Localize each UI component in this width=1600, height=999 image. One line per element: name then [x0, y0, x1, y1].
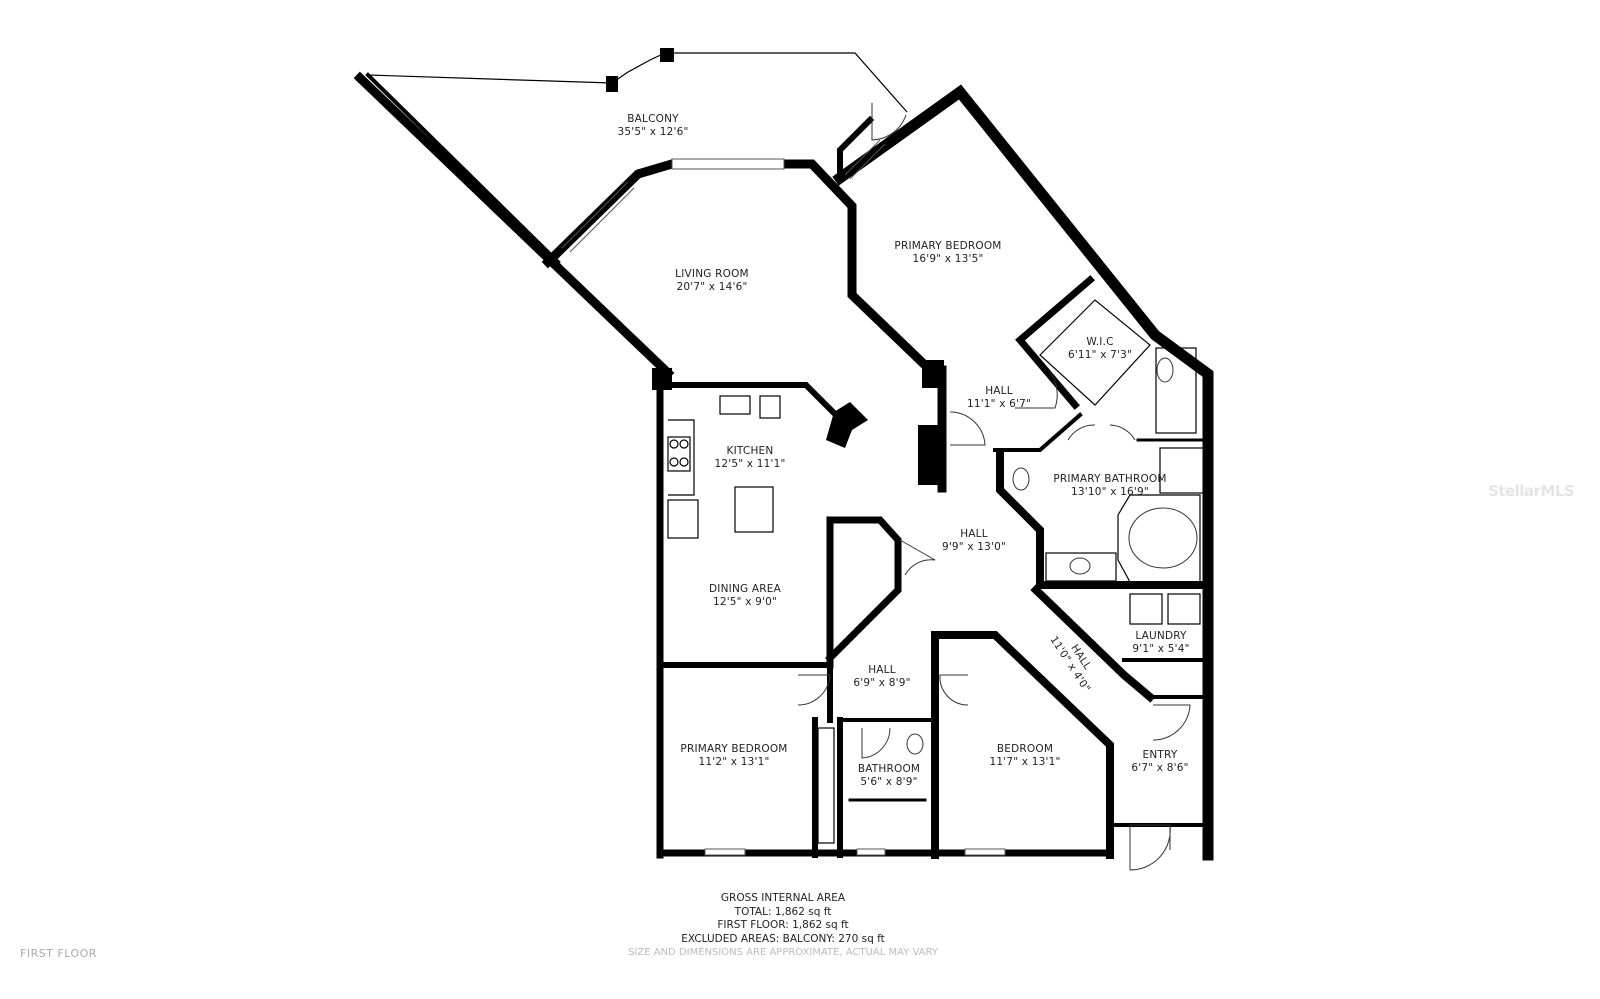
room-hall-center: HALL 9'9" x 13'0" [942, 528, 1006, 554]
room-primary-bedroom-2: PRIMARY BEDROOM 11'2" x 13'1" [680, 743, 787, 769]
room-name: BATHROOM [857, 763, 921, 775]
room-name: LAUNDRY [1135, 630, 1187, 642]
room-dims: 12'5" x 11'1" [714, 458, 786, 470]
room-laundry: LAUNDRY 9'1" x 5'4" [1132, 630, 1189, 656]
room-bedroom: BEDROOM 11'7" x 13'1" [989, 743, 1060, 769]
exterior-walls [353, 71, 1214, 871]
room-name: HALL [985, 385, 1013, 397]
room-name: KITCHEN [726, 445, 774, 457]
room-dims: 6'11" x 7'3" [1067, 349, 1133, 361]
room-name: W.I.C [1086, 336, 1114, 348]
room-dims: 6'7" x 8'6" [1131, 762, 1189, 774]
room-dims: 9'1" x 5'4" [1132, 643, 1190, 655]
room-name: HALL [868, 664, 896, 676]
room-kitchen: KITCHEN 12'5" x 11'1" [714, 445, 785, 471]
area-summary: GROSS INTERNAL AREA TOTAL: 1,862 sq ft F… [628, 892, 938, 960]
room-dining-area: DINING AREA 12'5" x 9'0" [709, 583, 781, 609]
floor-label: FIRST FLOOR [20, 947, 97, 960]
balcony-outline [365, 48, 908, 265]
area-summary-title: GROSS INTERNAL AREA [720, 892, 846, 904]
room-dims: 6'9" x 8'9" [853, 677, 911, 689]
room-dims: 35'5" x 12'6" [617, 126, 689, 138]
room-walk-in-closet: W.I.C 6'11" x 7'3" [1068, 336, 1132, 362]
room-dims: 13'10" x 16'9" [1071, 486, 1149, 498]
area-total: TOTAL: 1,862 sq ft [734, 905, 832, 918]
room-dims: 12'5" x 9'0" [712, 596, 778, 608]
room-name: DINING AREA [709, 583, 781, 595]
room-dims: 5'6" x 8'9" [860, 776, 918, 788]
area-first-floor: FIRST FLOOR: 1,862 sq ft [717, 919, 849, 931]
room-name: PRIMARY BEDROOM [894, 240, 1002, 252]
room-name: PRIMARY BEDROOM [680, 743, 788, 755]
room-dims: 16'9" x 13'5" [912, 253, 984, 265]
room-bathroom: BATHROOM 5'6" x 8'9" [858, 763, 920, 789]
room-dims: 11'7" x 13'1" [989, 756, 1061, 768]
room-dims: 9'9" x 13'0" [941, 541, 1007, 553]
room-name: PRIMARY BATHROOM [1053, 473, 1167, 485]
room-name: BALCONY [627, 113, 679, 125]
room-living-room: LIVING ROOM 20'7" x 14'6" [675, 268, 749, 294]
room-primary-bedroom: PRIMARY BEDROOM 16'9" x 13'5" [894, 240, 1001, 266]
room-name: ENTRY [1142, 749, 1178, 761]
area-excluded: EXCLUDED AREAS: BALCONY: 270 sq ft [681, 932, 885, 945]
room-dims: 11'1" x 6'7" [966, 398, 1032, 410]
room-name: HALL [960, 528, 988, 540]
room-hall-upper: HALL 11'1" x 6'7" [967, 385, 1031, 411]
room-primary-bathroom: PRIMARY BATHROOM 13'10" x 16'9" [1053, 473, 1166, 499]
room-hall-lower: HALL 6'9" x 8'9" [853, 664, 910, 690]
room-balcony: BALCONY 35'5" x 12'6" [617, 113, 688, 139]
room-entry: ENTRY 6'7" x 8'6" [1131, 749, 1188, 775]
room-dims: 20'7" x 14'6" [676, 281, 748, 293]
room-name: LIVING ROOM [675, 268, 749, 280]
area-disclaimer: SIZE AND DIMENSIONS ARE APPROXIMATE, ACT… [628, 947, 938, 958]
room-name: BEDROOM [996, 743, 1054, 755]
watermark-logo: StellarMLS [1488, 482, 1575, 500]
room-dims: 11'2" x 13'1" [698, 756, 770, 768]
